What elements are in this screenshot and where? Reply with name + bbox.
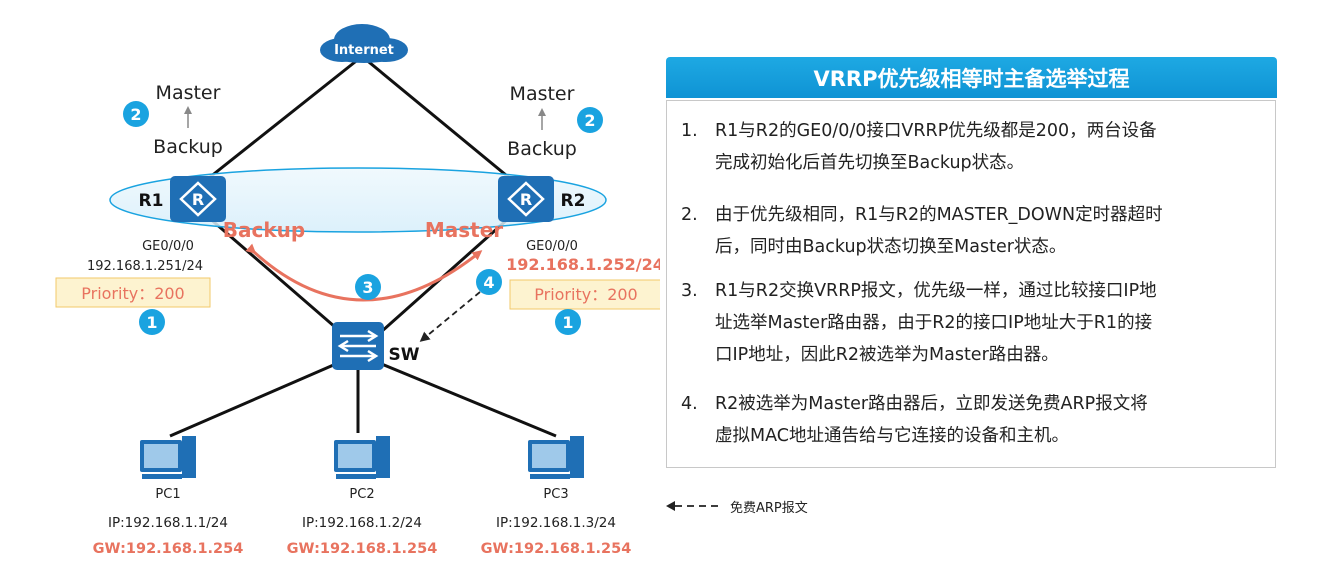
internet-cloud-icon [320,24,408,63]
r1-priority-badge [139,309,165,335]
step-4-number: 4. [681,394,698,414]
r2-step-badge [577,107,603,133]
exchange-step-badge-number: 3 [362,278,373,297]
arp-step-badge [476,269,502,295]
pc1-ip: IP:192.168.1.1/24 [108,515,228,531]
pc1-name: PC1 [155,487,180,502]
vrrp-group-ellipse [109,167,607,233]
link-switch-pc1 [169,358,346,438]
r1-name: R1 [139,191,164,211]
switch-label: SW [389,345,420,365]
pc3-name: PC3 [543,487,568,502]
r1-interface: GE0/0/0 [142,239,194,254]
r1-role-label: Backup [223,218,305,242]
dashed-arrow-legend-icon [666,501,722,511]
step-3-number: 3. [681,281,698,301]
svg-text:R: R [520,190,532,209]
pc1-icon [140,436,196,479]
link-internet-r2 [363,56,519,187]
router-r2-icon: R [498,176,554,222]
internet-label: Internet [334,43,394,58]
link-internet-r1 [199,56,361,187]
r1-priority-badge-number: 1 [146,313,157,332]
r2-ip: 192.168.1.252/24 [506,255,660,274]
r2-priority-badge [555,309,581,335]
legend-label: 免费ARP报文 [730,500,808,516]
step-4-line-2: 虚拟MAC地址通告给与它连接的设备和主机。 [715,426,1069,446]
step-3-line-1: R1与R2交换VRRP报文，优先级一样，通过比较接口IP地 [715,281,1157,301]
panel-title: VRRP优先级相等时主备选举过程 [666,57,1277,98]
pc2-gw: GW:192.168.1.254 [287,541,438,557]
pc2-icon [334,436,390,479]
r1-state-master: Master [156,82,221,104]
r1-state-backup: Backup [153,136,223,158]
r2-state-backup: Backup [507,138,577,160]
pc2-name: PC2 [349,487,374,502]
step-4: 4. R2被选举为Master路由器后，立即发送免费ARP报文将 虚拟MAC地址… [681,388,1271,452]
pc3-icon [528,436,584,479]
r2-name: R2 [561,191,586,211]
link-switch-pc3 [371,358,557,438]
r1-priority-box [55,277,211,308]
legend: 免费ARP报文 [666,496,808,516]
r2-interface: GE0/0/0 [526,239,578,254]
step-1-number: 1. [681,121,698,141]
arp-step-badge-number: 4 [483,273,494,292]
r2-priority-badge-number: 1 [562,313,573,332]
step-1-line-1: R1与R2的GE0/0/0接口VRRP优先级都是200，两台设备 [715,121,1157,141]
steps-panel: 1. R1与R2的GE0/0/0接口VRRP优先级都是200，两台设备 完成初始… [666,100,1276,468]
pc3-ip: IP:192.168.1.3/24 [496,515,616,531]
switch-icon [332,322,384,370]
vrrp-exchange-arrow [245,243,483,302]
step-1: 1. R1与R2的GE0/0/0接口VRRP优先级都是200，两台设备 完成初始… [681,115,1271,179]
step-3: 3. R1与R2交换VRRP报文，优先级一样，通过比较接口IP地 址选举Mast… [681,275,1271,371]
r2-state-master: Master [510,83,575,105]
network-diagram: Internet Master Backup 2 Master Backup 2… [55,24,660,557]
router-r1-icon: R [170,176,226,222]
link-r1-switch [199,208,351,342]
step-2-line-1: 由于优先级相同，R1与R2的MASTER_DOWN定时器超时 [715,205,1163,225]
step-2-line-2: 后，同时由Backup状态切换至Master状态。 [715,237,1067,257]
pc1-gw: GW:192.168.1.254 [93,541,244,557]
pc2-ip: IP:192.168.1.2/24 [302,515,422,531]
step-2: 2. 由于优先级相同，R1与R2的MASTER_DOWN定时器超时 后，同时由B… [681,199,1271,263]
r1-priority: Priority：200 [81,284,185,303]
r1-step-badge-number: 2 [130,105,141,124]
step-4-line-1: R2被选举为Master路由器后，立即发送免费ARP报文将 [715,394,1148,414]
r2-role-label: Master [425,218,503,242]
step-1-line-2: 完成初始化后首先切换至Backup状态。 [715,153,1025,173]
svg-text:R: R [192,190,204,209]
step-3-line-2: 址选举Master路由器，由于R2的接口IP地址大于R1的接 [715,313,1153,333]
r2-priority-box [509,279,660,310]
exchange-step-badge [355,274,381,300]
gratuitous-arp-arrow [419,291,481,342]
r2-step-badge-number: 2 [584,111,595,130]
step-2-number: 2. [681,205,698,225]
r2-priority: Priority：200 [534,285,638,304]
step-3-line-3: 口IP地址，因此R2被选举为Master路由器。 [715,345,1059,365]
r1-ip: 192.168.1.251/24 [87,259,203,274]
r1-step-badge [123,101,149,127]
pc3-gw: GW:192.168.1.254 [481,541,632,557]
